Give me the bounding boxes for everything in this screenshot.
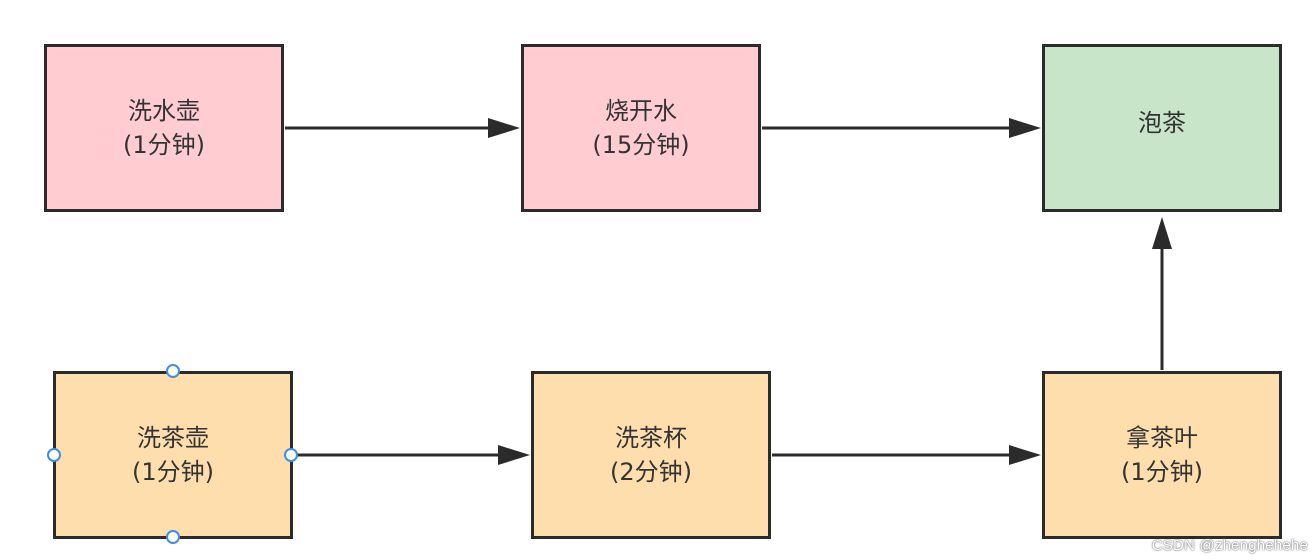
node-boil-water-duration: (15分钟): [592, 131, 690, 159]
node-brew-tea[interactable]: 泡茶: [1042, 44, 1282, 212]
node-boil-water[interactable]: 烧开水 (15分钟): [521, 44, 761, 212]
arrowhead-icon: [1152, 217, 1172, 249]
selection-handle-bottom[interactable]: [166, 530, 180, 544]
node-boil-water-label: 烧开水: [605, 97, 677, 125]
selection-handle-right[interactable]: [284, 448, 298, 462]
node-wash-kettle-label: 洗水壶: [128, 97, 200, 125]
node-wash-teapot[interactable]: 洗茶壶 (1分钟): [53, 371, 293, 539]
node-wash-cups-duration: (2分钟): [610, 458, 692, 486]
node-wash-cups[interactable]: 洗茶杯 (2分钟): [531, 371, 771, 539]
arrowhead-icon: [498, 445, 530, 465]
node-wash-teapot-label: 洗茶壶: [137, 424, 209, 452]
arrowhead-icon: [1009, 118, 1041, 138]
node-wash-teapot-duration: (1分钟): [132, 458, 214, 486]
selection-handle-top[interactable]: [166, 364, 180, 378]
arrowhead-icon: [1009, 445, 1041, 465]
node-wash-cups-label: 洗茶杯: [615, 424, 687, 452]
node-get-tea-leaves-label: 拿茶叶: [1126, 424, 1198, 452]
selection-handle-left[interactable]: [47, 448, 61, 462]
node-wash-kettle-duration: (1分钟): [123, 131, 205, 159]
arrowhead-icon: [488, 118, 520, 138]
watermark: CSDN @zhenghehehe: [1151, 537, 1308, 554]
node-brew-tea-label: 泡茶: [1138, 109, 1186, 137]
node-wash-kettle[interactable]: 洗水壶 (1分钟): [44, 44, 284, 212]
node-get-tea-leaves[interactable]: 拿茶叶 (1分钟): [1042, 371, 1282, 539]
node-get-tea-leaves-duration: (1分钟): [1121, 458, 1203, 486]
